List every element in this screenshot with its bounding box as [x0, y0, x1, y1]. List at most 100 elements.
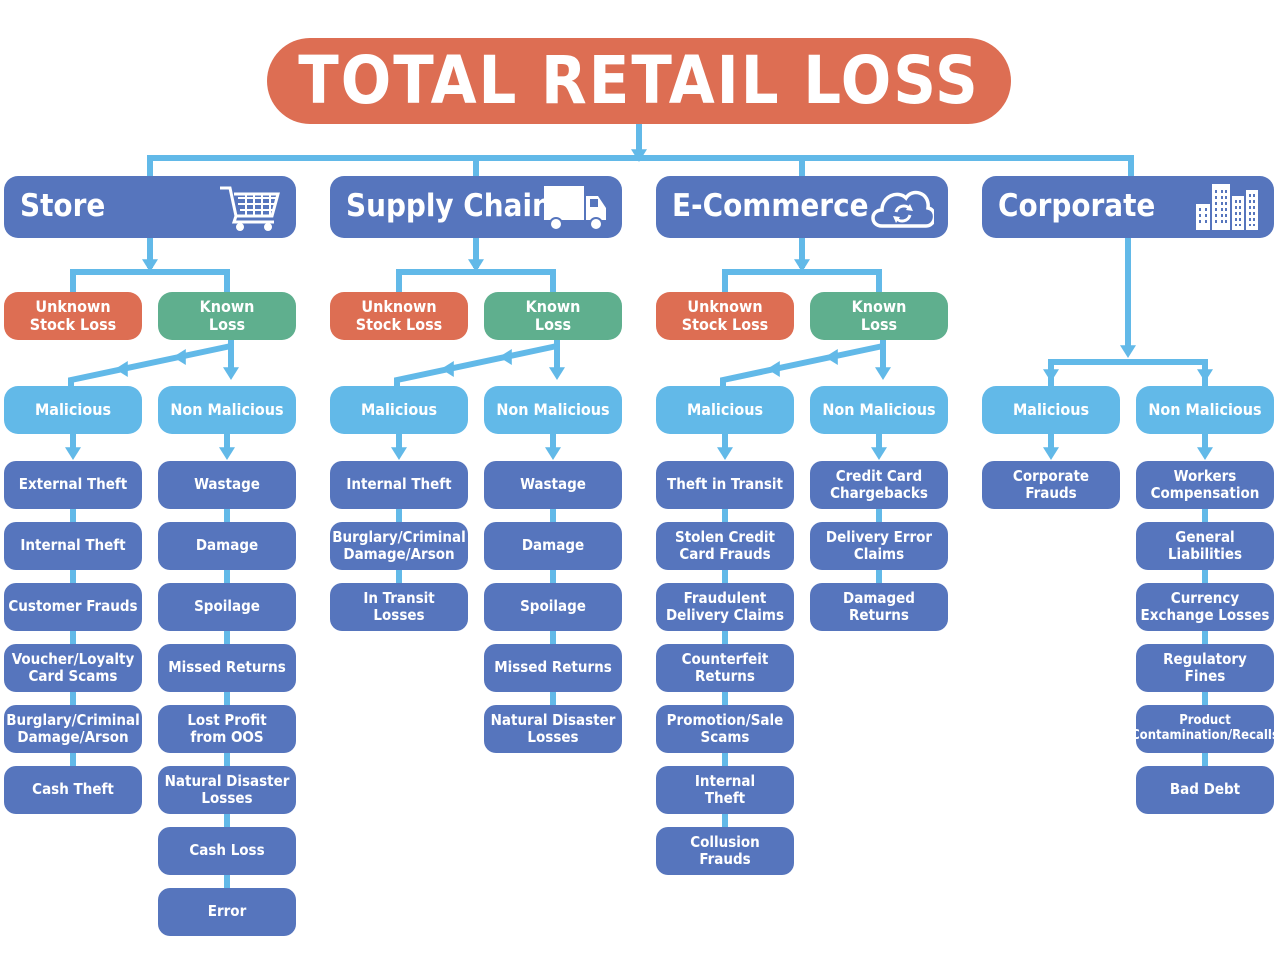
loss-item-label: Voucher/Loyalty Card Scams	[11, 649, 135, 685]
loss-item-label: Wastage	[194, 475, 260, 494]
category-2: E-Commerce	[656, 176, 948, 238]
unknown-stock-loss-2: Unknown Stock Loss	[656, 292, 794, 340]
loss-item: General Liabilities	[1136, 522, 1274, 570]
kind-bus	[1048, 359, 1208, 386]
category-2-label: E-Commerce	[672, 188, 869, 225]
non-malicious-1: Non Malicious	[484, 386, 622, 434]
item-arrow	[1043, 447, 1059, 460]
loss-item-label: Customer Frauds	[8, 597, 138, 616]
known-diagonal	[68, 343, 232, 386]
loss-item-label: Burglary/Criminal Damage/Arson	[332, 527, 466, 563]
loss-item: Spoilage	[158, 583, 296, 631]
loss-item: In Transit Losses	[330, 583, 468, 631]
loss-item: Cash Theft	[4, 766, 142, 814]
item-arrow	[65, 447, 81, 460]
loss-item-label: Internal Theft	[20, 536, 126, 555]
unknown-stock-loss-0: Unknown Stock Loss	[4, 292, 142, 340]
known-loss-2-label: Known Loss	[851, 296, 907, 334]
malicious-1-label: Malicious	[360, 399, 438, 419]
non-malicious-2-label: Non Malicious	[822, 399, 936, 419]
known-diagonal	[720, 343, 884, 386]
delivery-truck-icon	[544, 186, 606, 231]
loss-item: Voucher/Loyalty Card Scams	[4, 644, 142, 692]
loss-item: Promotion/Sale Scams	[656, 705, 794, 753]
item-arrow	[391, 447, 407, 460]
diagram-title: TOTAL RETAIL LOSS	[267, 38, 1011, 124]
non-malicious-1-label: Non Malicious	[496, 399, 610, 419]
loss-item: Error	[158, 888, 296, 936]
loss-item: Internal Theft	[330, 461, 468, 509]
malicious-2: Malicious	[656, 386, 794, 434]
malicious-1: Malicious	[330, 386, 468, 434]
loss-item-label: Burglary/Criminal Damage/Arson	[6, 710, 140, 746]
cloud-sync-icon	[871, 190, 934, 228]
loss-item-label: General Liabilities	[1167, 527, 1243, 563]
loss-item: Internal Theft	[4, 522, 142, 570]
office-buildings-icon	[1196, 184, 1258, 230]
loss-item: Counterfeit Returns	[656, 644, 794, 692]
loss-item-label: Natural Disaster Losses	[490, 710, 616, 746]
loss-item: Lost Profit from OOS	[158, 705, 296, 753]
diagonal-arrow	[173, 349, 186, 365]
loss-item: Workers Compensation	[1136, 461, 1274, 509]
loss-item: Damage	[484, 522, 622, 570]
loss-item: Bad Debt	[1136, 766, 1274, 814]
known-loss-0: Known Loss	[158, 292, 296, 340]
loss-item-label: Workers Compensation	[1150, 466, 1260, 502]
stock-bus	[396, 269, 556, 292]
loss-item: Burglary/Criminal Damage/Arson	[4, 705, 142, 753]
loss-item-label: Missed Returns	[168, 658, 286, 677]
malicious-3-label: Malicious	[1012, 399, 1090, 419]
loss-item-label: Missed Returns	[494, 658, 612, 677]
loss-item-label: Counterfeit Returns	[681, 649, 769, 685]
loss-item-label: Internal Theft	[694, 771, 756, 807]
loss-item: Product Contamination/Recalls	[1131, 705, 1279, 753]
loss-item-label: Collusion Frauds	[690, 832, 760, 868]
loss-item-label: Internal Theft	[346, 475, 452, 494]
malicious-0-label: Malicious	[34, 399, 112, 419]
non-malicious-3-label: Non Malicious	[1148, 399, 1262, 419]
loss-item: Delivery Error Claims	[810, 522, 948, 570]
loss-item: Natural Disaster Losses	[484, 705, 622, 753]
loss-item-label: Cash Theft	[32, 780, 114, 799]
loss-item: Spoilage	[484, 583, 622, 631]
non-malicious-0-label: Non Malicious	[170, 399, 284, 419]
loss-item: Internal Theft	[656, 766, 794, 814]
loss-item-label: Error	[207, 902, 247, 921]
loss-item-label: External Theft	[18, 475, 128, 494]
category-arrow	[1120, 345, 1136, 358]
loss-item: Missed Returns	[484, 644, 622, 692]
item-arrow	[219, 447, 235, 460]
non-malicious-3: Non Malicious	[1136, 386, 1274, 434]
loss-item-label: Damage	[521, 536, 585, 555]
loss-item-label: Cash Loss	[189, 841, 265, 860]
loss-item-label: Currency Exchange Losses	[1140, 588, 1270, 624]
loss-item: Corporate Frauds	[982, 461, 1120, 509]
loss-item-label: Spoilage	[194, 597, 260, 616]
loss-item: Collusion Frauds	[656, 827, 794, 875]
category-1-label: Supply Chain	[346, 188, 552, 225]
known-loss-0-label: Known Loss	[199, 296, 255, 334]
item-arrow	[871, 447, 887, 460]
diagonal-arrow	[767, 361, 780, 377]
malicious-0: Malicious	[4, 386, 142, 434]
loss-item-label: Theft in Transit	[667, 475, 783, 494]
loss-item-label: In Transit Losses	[363, 588, 435, 624]
non-malicious-arrow	[875, 367, 891, 380]
known-loss-1: Known Loss	[484, 292, 622, 340]
non-malicious-0: Non Malicious	[158, 386, 296, 434]
category-3-label: Corporate	[998, 188, 1156, 225]
diagonal-arrow	[441, 361, 454, 377]
loss-item-label: Wastage	[520, 475, 586, 494]
loss-item: Stolen Credit Card Frauds	[656, 522, 794, 570]
non-malicious-arrow	[549, 367, 565, 380]
loss-item-label: Natural Disaster Losses	[164, 771, 290, 807]
loss-item: Missed Returns	[158, 644, 296, 692]
loss-item: Cash Loss	[158, 827, 296, 875]
diagonal-arrow	[825, 349, 838, 365]
loss-item: Wastage	[484, 461, 622, 509]
loss-item: Fraudulent Delivery Claims	[656, 583, 794, 631]
item-arrow	[545, 447, 561, 460]
loss-item-label: Bad Debt	[1169, 780, 1241, 799]
